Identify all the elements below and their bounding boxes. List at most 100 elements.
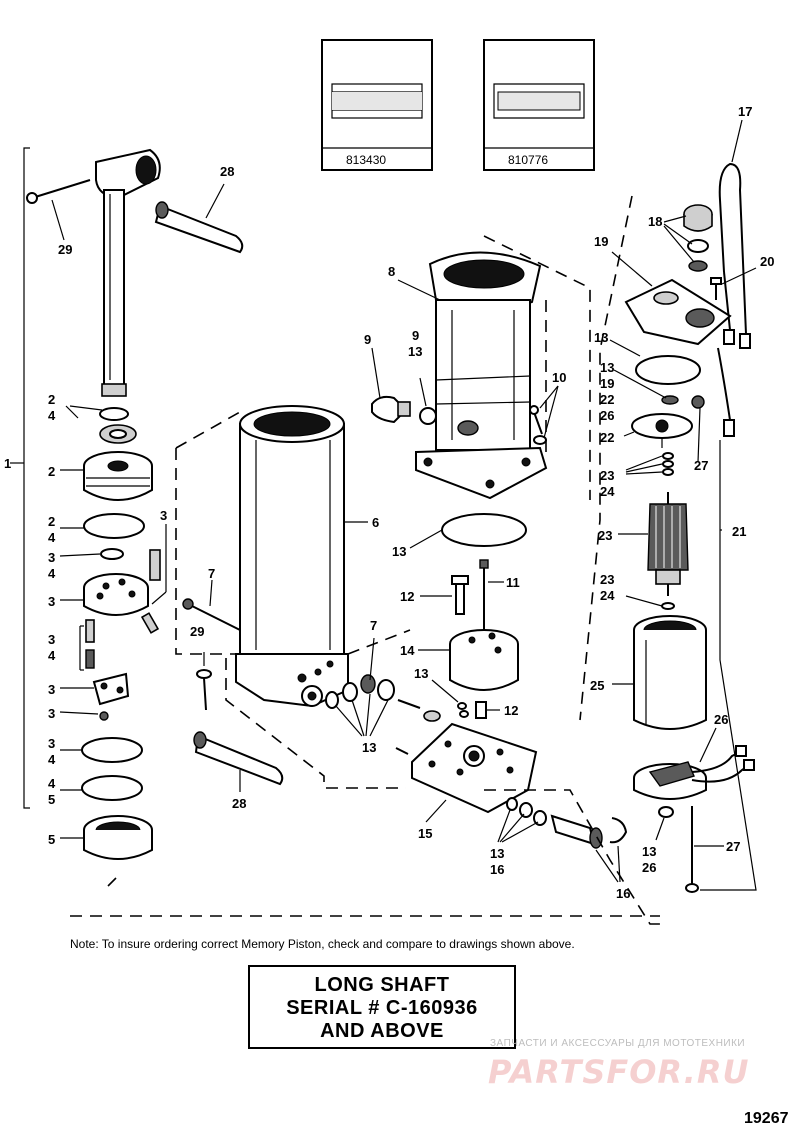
trim-cylinder <box>175 405 411 708</box>
grommets-18 <box>683 204 713 272</box>
o-ring-13-motor <box>635 355 701 385</box>
callout: 26 <box>714 712 728 727</box>
callout: 27 <box>726 839 740 854</box>
screw-12 <box>451 575 469 615</box>
motor-dashed <box>579 195 633 721</box>
pin-28-left <box>154 201 244 254</box>
callout: 3 <box>48 632 55 647</box>
watermark-text: ЗАПЧАСТИ И АКСЕССУАРЫ ДЛЯ МОТОТЕХНИКИ <box>490 1038 746 1049</box>
through-bolt-27 <box>685 806 699 893</box>
inset-box-813430: 813430 <box>321 39 433 171</box>
callout: 2 <box>48 464 55 479</box>
washers-23-24 <box>662 452 674 476</box>
callout: 17 <box>738 104 752 119</box>
callout: 7 <box>370 618 377 633</box>
right-bracket <box>700 440 757 891</box>
callout: 26 <box>642 860 656 875</box>
callout: 20 <box>760 254 774 269</box>
left-bracket <box>10 147 30 809</box>
bolt-7-left <box>182 598 241 631</box>
callout: 13 <box>392 544 406 559</box>
screw-20 <box>710 277 722 300</box>
figure-number: 19267 <box>744 1110 789 1127</box>
callout: 26 <box>600 408 614 423</box>
callout: 28 <box>232 796 246 811</box>
callout: 9 <box>412 328 419 343</box>
callout: 5 <box>48 832 55 847</box>
callout: 13 <box>362 740 376 755</box>
callout: 6 <box>372 515 379 530</box>
bolts-10 <box>529 405 547 445</box>
callout: 23 <box>600 468 614 483</box>
callout: 3 <box>48 550 55 565</box>
exploded-parts-diagram: 813430 810776 <box>4 39 774 925</box>
end-cap-19 <box>624 278 735 437</box>
piston-stack <box>81 407 161 860</box>
callout: 21 <box>732 524 746 539</box>
callout: 13 <box>642 844 656 859</box>
callout: 7 <box>208 566 215 581</box>
title-line: AND ABOVE <box>320 1020 444 1042</box>
inset-part-number: 813430 <box>346 153 386 167</box>
callout: 16 <box>490 862 504 877</box>
callout: 3 <box>160 508 167 523</box>
manifold-15 <box>411 722 538 814</box>
callout: 29 <box>190 624 204 639</box>
ordering-note: Note: To insure ordering correct Memory … <box>70 937 575 951</box>
callout: 10 <box>552 370 566 385</box>
screw-11 <box>479 559 489 640</box>
o-ring-13 <box>441 513 527 547</box>
inset-part-number: 810776 <box>508 153 548 167</box>
callout-labels: 1 2 4 2 2 4 3 4 3 3 3 4 3 3 3 4 4 5 5 29… <box>4 104 774 901</box>
callout: 24 <box>600 588 615 603</box>
callout: 13 <box>414 666 428 681</box>
wire-harness-17 <box>718 162 751 349</box>
callout: 19 <box>600 376 614 391</box>
watermark-logo: PARTSFOR.RU <box>488 1053 750 1091</box>
callout: 25 <box>590 678 604 693</box>
callout: 23 <box>598 528 612 543</box>
callout: 22 <box>600 392 614 407</box>
callout: 3 <box>48 706 55 721</box>
center-dashed-box <box>225 658 406 789</box>
armature-23 <box>647 492 689 596</box>
pump-parts-13-12 <box>457 701 487 719</box>
callout: 2 <box>48 392 55 407</box>
callout: 8 <box>388 264 395 279</box>
pin-29-left <box>26 179 91 204</box>
callout: 23 <box>600 572 614 587</box>
callout: 18 <box>648 214 662 229</box>
callout: 12 <box>400 589 414 604</box>
washer-23-24 <box>661 602 675 610</box>
callout: 11 <box>506 575 520 590</box>
reservoir-housing <box>415 251 548 500</box>
callout: 24 <box>600 484 615 499</box>
motor-frame-25 <box>633 615 707 730</box>
callout: 3 <box>48 736 55 751</box>
leader-lines <box>51 119 757 883</box>
callout: 1 <box>4 456 11 471</box>
callout: 3 <box>48 682 55 697</box>
callout: 4 <box>48 408 56 423</box>
inset-box-810776: 810776 <box>483 39 595 171</box>
trim-rod <box>95 148 161 397</box>
callout: 29 <box>58 242 72 257</box>
pin-29-center <box>196 669 212 711</box>
callout: 4 <box>48 530 56 545</box>
callout: 13 <box>600 360 614 375</box>
end-frame-26 <box>633 745 755 800</box>
callout: 13 <box>408 344 422 359</box>
callout: 2 <box>48 514 55 529</box>
brush-plate-22 <box>631 395 705 448</box>
title-line: LONG SHAFT <box>314 974 450 996</box>
washer-13-26 <box>658 806 674 818</box>
bottom-dash-accent <box>107 877 117 887</box>
callout: 4 <box>48 752 56 767</box>
callout: 4 <box>48 648 56 663</box>
callout: 9 <box>364 332 371 347</box>
callout: 14 <box>400 643 415 658</box>
callout: 19 <box>594 234 608 249</box>
title-box: LONG SHAFT SERIAL # C-160936 AND ABOVE <box>248 965 516 1049</box>
callout: 27 <box>694 458 708 473</box>
pin-28-center <box>193 731 284 786</box>
